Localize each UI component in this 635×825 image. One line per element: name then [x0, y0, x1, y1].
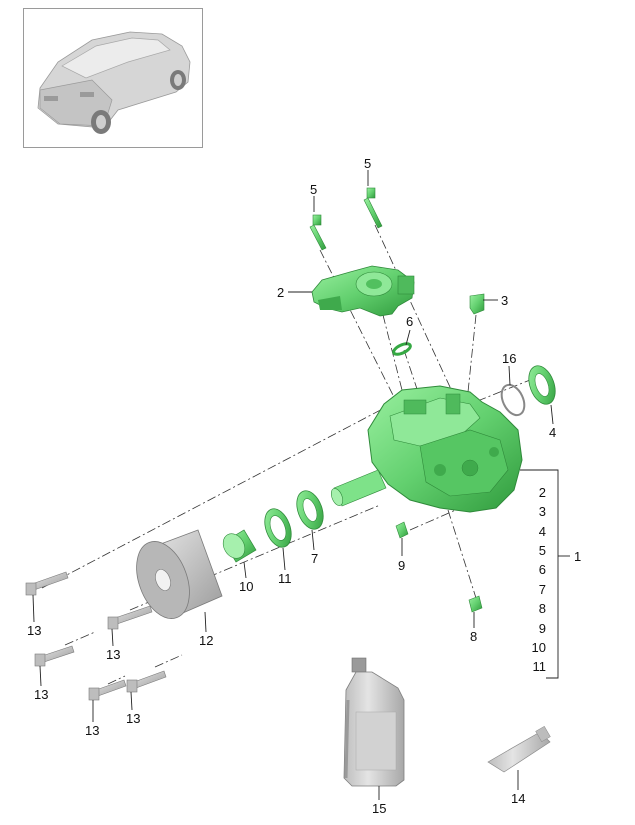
- part-5-bolt-left: [309, 214, 327, 251]
- callout-labels: 2 3 5 5 6 16 4 7 11 10 12 9 8 13 13 13 1…: [27, 156, 581, 816]
- bracket-item: 4: [539, 524, 546, 539]
- callout-6: 6: [406, 314, 413, 329]
- vehicle-thumbnail: [23, 8, 203, 148]
- callout-3: 3: [501, 293, 508, 308]
- callout-13-c: 13: [34, 687, 48, 702]
- bracket-list: 2 3 4 5 6 7 8 9 10 11: [532, 485, 546, 674]
- bracket-item: 11: [533, 659, 547, 674]
- bracket-item: 8: [539, 601, 546, 616]
- bracket-item: 5: [539, 543, 546, 558]
- part-8-plug: [468, 595, 483, 613]
- callout-13-e: 13: [126, 711, 140, 726]
- bracket-item: 9: [539, 621, 546, 636]
- callout-4: 4: [549, 425, 556, 440]
- callout-1: 1: [574, 549, 581, 564]
- part-13-bolt-a: [25, 571, 69, 596]
- part-13-bolt-d: [88, 679, 127, 701]
- part-3-connector: [469, 293, 485, 315]
- callout-15: 15: [372, 801, 386, 816]
- bracket-item: 2: [539, 485, 546, 500]
- callout-13-a: 13: [27, 623, 41, 638]
- part-2-actuator: [311, 265, 415, 317]
- part-10-sleeve: [222, 529, 257, 563]
- part-6-oring: [392, 342, 412, 356]
- callout-11: 11: [278, 571, 292, 586]
- part-13-bolt-e: [126, 670, 167, 693]
- callout-10: 10: [239, 579, 253, 594]
- callout-14: 14: [511, 791, 525, 806]
- part-7-seal: [296, 490, 324, 530]
- part-12-damper-weight: [136, 529, 223, 619]
- bracket-item: 6: [539, 562, 546, 577]
- callout-2: 2: [277, 285, 284, 300]
- callout-13-b: 13: [106, 647, 120, 662]
- part-13-bolt-b: [107, 605, 153, 630]
- callout-5-right: 5: [364, 156, 371, 171]
- callout-16: 16: [502, 351, 516, 366]
- callout-7: 7: [311, 551, 318, 566]
- part-15-oil-bottle: [343, 657, 405, 787]
- bracket-item: 3: [539, 504, 546, 519]
- part-14-tube: [487, 725, 551, 773]
- part-13-bolt-c: [34, 645, 75, 667]
- leader-lines: [32, 170, 570, 800]
- part-5-bolt-right: [363, 187, 383, 229]
- callout-8: 8: [470, 629, 477, 644]
- vehicle-silhouette: [37, 31, 191, 134]
- part-16-seal-ring: [500, 383, 526, 417]
- part-1-transfer-box: [330, 385, 523, 513]
- callout-12: 12: [199, 633, 213, 648]
- bracket-item: 7: [539, 582, 546, 597]
- bracket-item: 10: [532, 640, 546, 655]
- part-9-plug: [395, 521, 409, 539]
- callout-9: 9: [398, 558, 405, 573]
- part-4-shaft-seal: [528, 365, 556, 405]
- part-11-ring: [264, 508, 292, 548]
- callout-13-d: 13: [85, 723, 99, 738]
- callout-5-left: 5: [310, 182, 317, 197]
